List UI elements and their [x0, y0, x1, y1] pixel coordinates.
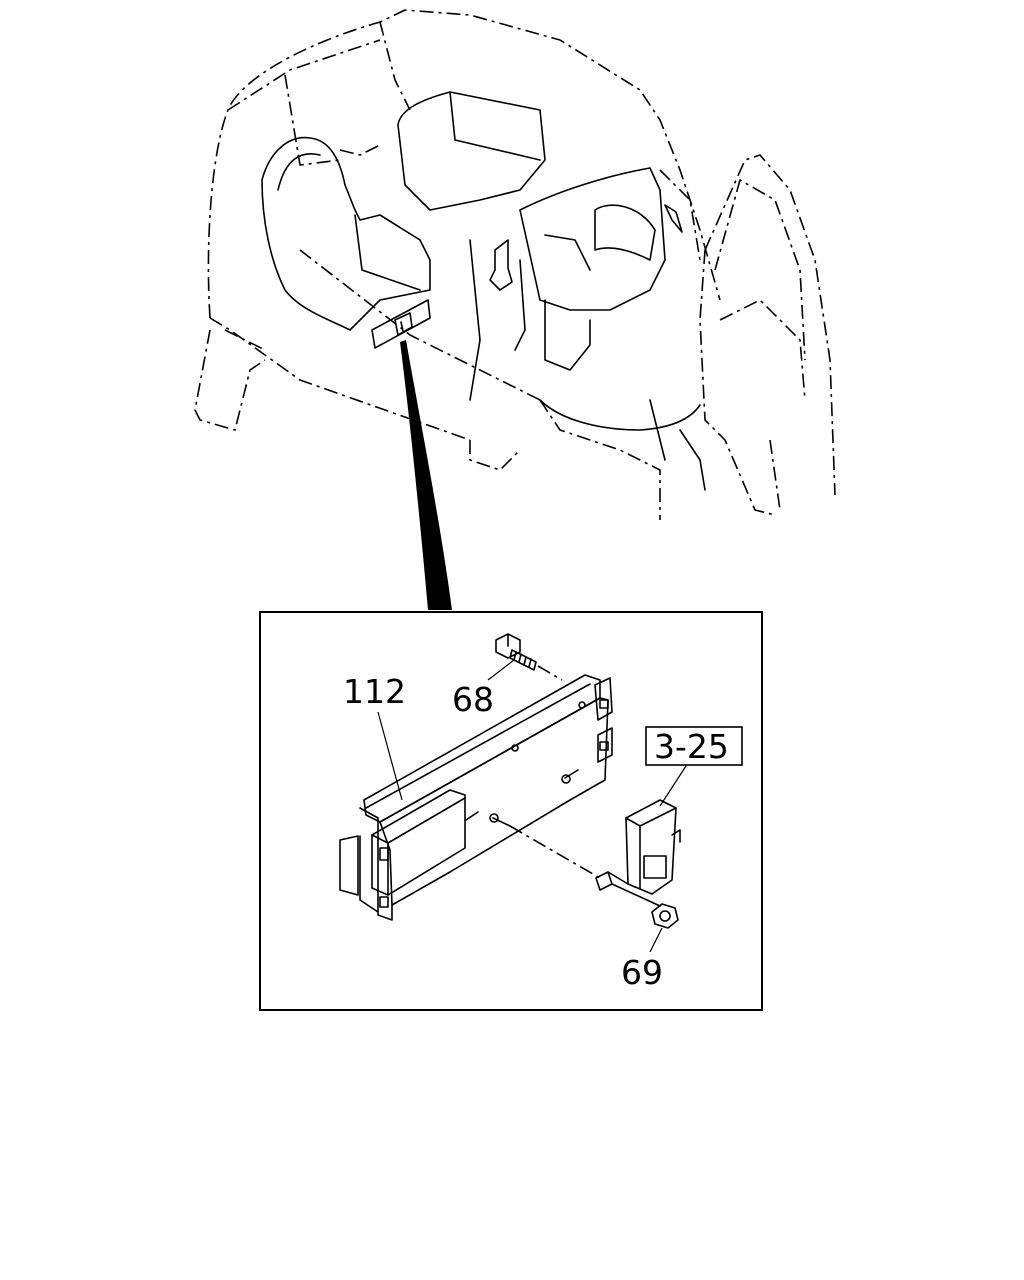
nut-69 — [651, 903, 679, 929]
detail-frame — [259, 611, 763, 1011]
detail-leader — [400, 340, 452, 610]
leader-112 — [377, 711, 403, 801]
reference-box — [645, 726, 743, 766]
assembly-dash — [509, 825, 601, 879]
leader-3-25 — [659, 765, 687, 807]
callout-3-25: 3-25 — [654, 727, 729, 766]
control-module-assembly — [339, 674, 613, 921]
bolt-68 — [495, 633, 563, 681]
leader-69 — [649, 927, 663, 953]
vehicle-cab-illustration — [194, 9, 836, 520]
callout-69: 69 — [621, 953, 663, 992]
callout-112: 112 — [343, 672, 406, 711]
sub-module-3-25 — [595, 799, 681, 907]
callout-68: 68 — [452, 680, 494, 719]
leader-68 — [487, 659, 515, 681]
